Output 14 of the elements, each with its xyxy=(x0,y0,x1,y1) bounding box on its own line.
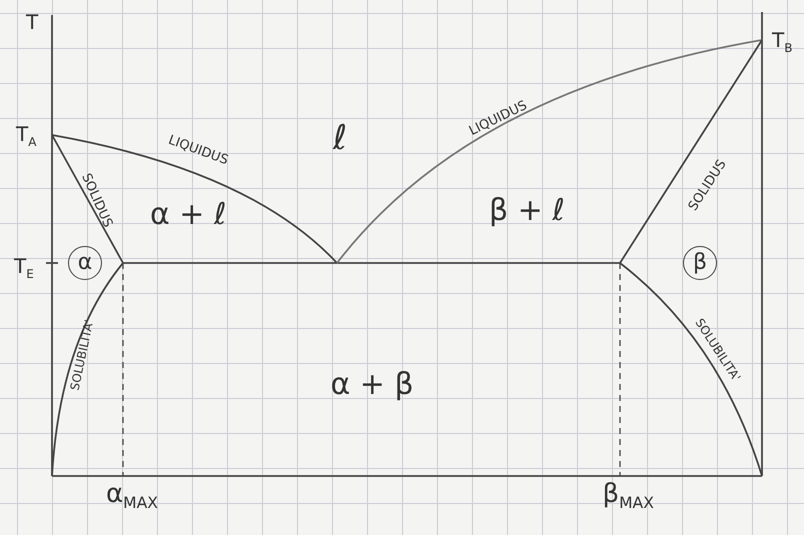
composition-label: β$_{MAX}$ xyxy=(602,480,654,512)
phase-label: α + ℓ xyxy=(150,200,226,230)
phase-circle xyxy=(683,246,717,280)
temperature-label: T$_{E}$ xyxy=(14,256,34,280)
phase-label: α xyxy=(78,252,92,274)
axis-label: T xyxy=(26,12,38,32)
phase-circle xyxy=(68,246,102,280)
phase-label: β xyxy=(692,252,708,274)
composition-label: α$_{MAX}$ xyxy=(106,480,158,512)
temperature-label: T$_{A}$ xyxy=(16,124,36,148)
temperature-label: T$_{B}$ xyxy=(772,30,792,54)
phase-label: α + β xyxy=(330,370,414,400)
phase-label: ℓ xyxy=(333,121,348,155)
phase-label: β + ℓ xyxy=(489,196,565,226)
